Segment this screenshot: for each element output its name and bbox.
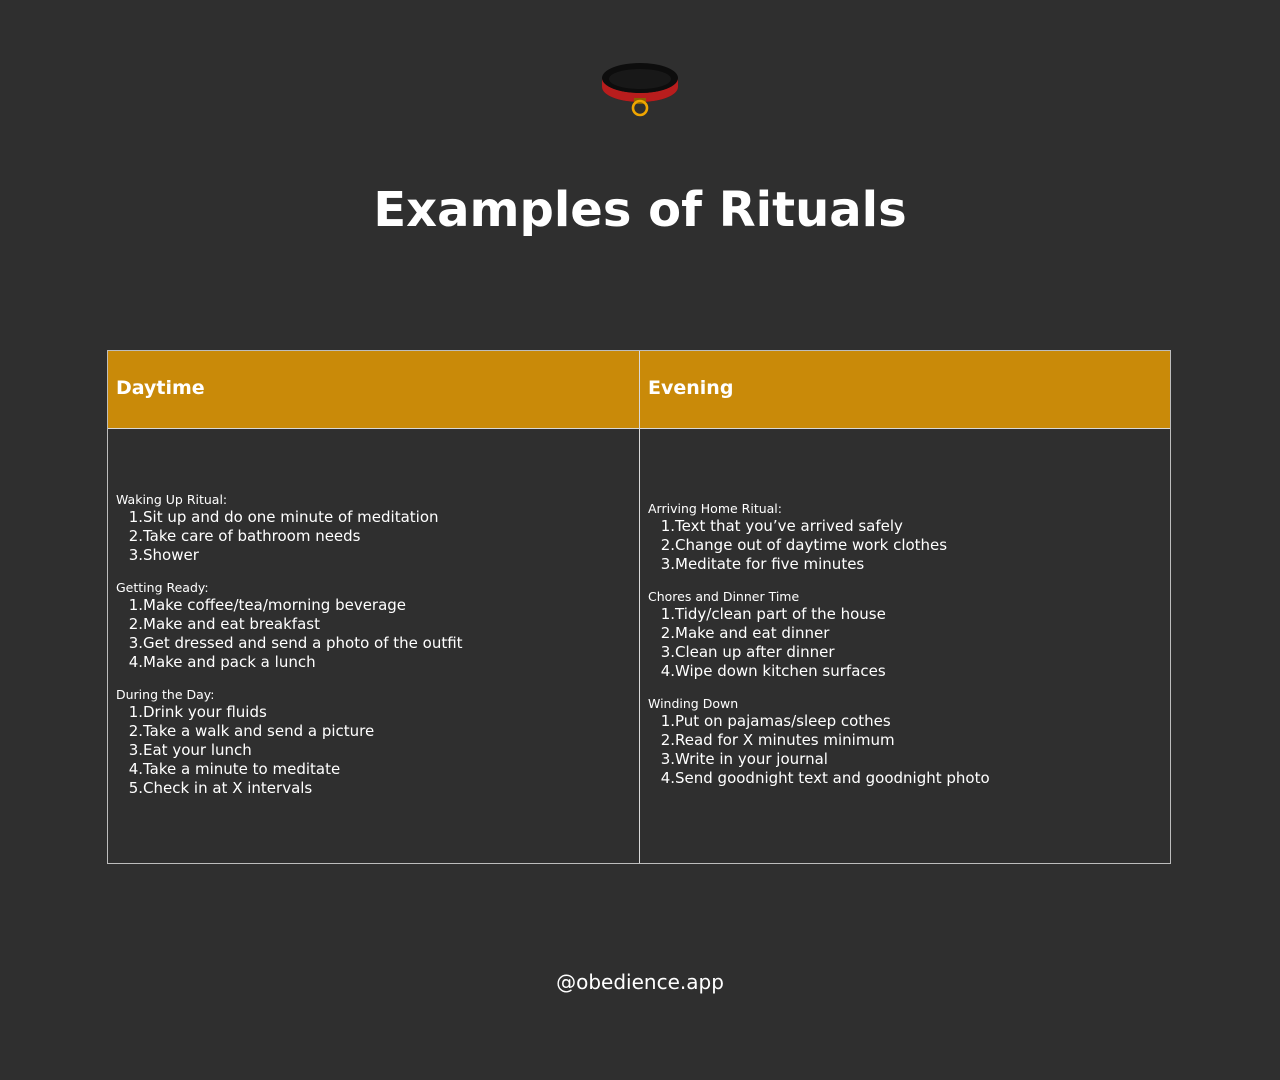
list-item: 3.Get dressed and send a photo of the ou…: [116, 634, 631, 653]
item-number: 4.: [660, 769, 675, 787]
item-number: 2.: [128, 615, 143, 633]
item-text: Sit up and do one minute of meditation: [143, 508, 439, 526]
page-title: Examples of Rituals: [373, 182, 907, 238]
item-text: Get dressed and send a photo of the outf…: [143, 634, 463, 652]
item-number: 2.: [128, 527, 143, 545]
footer-handle: @obedience.app: [556, 970, 724, 994]
item-number: 5.: [128, 779, 143, 797]
list-item: 4.Make and pack a lunch: [116, 653, 631, 672]
item-text: Read for X minutes minimum: [675, 731, 895, 749]
item-number: 2.: [660, 731, 675, 749]
item-text: Wipe down kitchen surfaces: [675, 662, 886, 680]
list-item: 1.Make coffee/tea/morning beverage: [116, 596, 631, 615]
item-number: 2.: [660, 536, 675, 554]
list-item: 2.Change out of daytime work clothes: [648, 536, 1163, 555]
item-text: Tidy/clean part of the house: [675, 605, 886, 623]
list-item: 3.Shower: [116, 546, 631, 565]
item-text: Take a minute to meditate: [143, 760, 341, 778]
item-text: Make and eat breakfast: [143, 615, 320, 633]
list-item: 4.Wipe down kitchen surfaces: [648, 662, 1163, 681]
list-item: 1.Sit up and do one minute of meditation: [116, 508, 631, 527]
group-title: Waking Up Ritual:: [116, 492, 228, 507]
item-number: 4.: [128, 653, 143, 671]
item-number: 3.: [128, 634, 143, 652]
item-text: Put on pajamas/sleep cothes: [675, 712, 891, 730]
list-item: 4.Send goodnight text and goodnight phot…: [648, 769, 1163, 788]
item-number: 3.: [660, 555, 675, 573]
item-number: 1.: [660, 605, 675, 623]
item-text: Change out of daytime work clothes: [675, 536, 948, 554]
item-text: Take a walk and send a picture: [143, 722, 375, 740]
group-title: Winding Down: [648, 696, 739, 711]
group-title: Getting Ready:: [116, 580, 209, 595]
item-text: Make coffee/tea/morning beverage: [143, 596, 407, 614]
list-item: 1.Tidy/clean part of the house: [648, 605, 1163, 624]
item-number: 3.: [128, 741, 143, 759]
group-title: During the Day:: [116, 687, 215, 702]
item-text: Meditate for five minutes: [675, 555, 865, 573]
list-item: 3.Write in your journal: [648, 750, 1163, 769]
daytime-group: Waking Up Ritual:1.Sit up and do one min…: [116, 492, 631, 565]
group-title: Chores and Dinner Time: [648, 589, 800, 604]
collar-icon: [598, 56, 682, 118]
group-title: Arriving Home Ritual:: [648, 501, 782, 516]
item-text: Clean up after dinner: [675, 643, 835, 661]
item-text: Write in your journal: [675, 750, 828, 768]
item-number: 4.: [660, 662, 675, 680]
header-daytime: Daytime: [116, 377, 205, 399]
item-text: Make and eat dinner: [675, 624, 830, 642]
header-evening: Evening: [648, 377, 734, 399]
ritual-list: 1.Sit up and do one minute of meditation…: [116, 508, 631, 565]
item-number: 3.: [660, 750, 675, 768]
item-number: 3.: [128, 546, 143, 564]
item-text: Send goodnight text and goodnight photo: [675, 769, 990, 787]
item-number: 2.: [660, 624, 675, 642]
item-number: 1.: [128, 508, 143, 526]
item-text: Drink your fluids: [143, 703, 267, 721]
rituals-table: Daytime Evening Waking Up Ritual:1.Sit u…: [107, 350, 1171, 864]
item-text: Eat your lunch: [143, 741, 252, 759]
evening-group: Arriving Home Ritual:1.Text that you’ve …: [648, 501, 1163, 574]
list-item: 5.Check in at X intervals: [116, 779, 631, 798]
item-number: 1.: [128, 703, 143, 721]
item-text: Shower: [143, 546, 199, 564]
item-number: 1.: [660, 712, 675, 730]
item-number: 3.: [660, 643, 675, 661]
list-item: 2.Take a walk and send a picture: [116, 722, 631, 741]
list-item: 2.Take care of bathroom needs: [116, 527, 631, 546]
column-divider: [639, 351, 640, 863]
list-item: 2.Read for X minutes minimum: [648, 731, 1163, 750]
list-item: 3.Clean up after dinner: [648, 643, 1163, 662]
list-item: 2.Make and eat breakfast: [116, 615, 631, 634]
daytime-cell: Waking Up Ritual:1.Sit up and do one min…: [116, 492, 631, 813]
item-text: Text that you’ve arrived safely: [675, 517, 903, 535]
item-text: Take care of bathroom needs: [143, 527, 361, 545]
list-item: 3.Eat your lunch: [116, 741, 631, 760]
list-item: 1.Put on pajamas/sleep cothes: [648, 712, 1163, 731]
item-number: 2.: [128, 722, 143, 740]
item-number: 1.: [128, 596, 143, 614]
item-number: 1.: [660, 517, 675, 535]
evening-cell: Arriving Home Ritual:1.Text that you’ve …: [648, 501, 1163, 803]
list-item: 2.Make and eat dinner: [648, 624, 1163, 643]
item-number: 4.: [128, 760, 143, 778]
item-text: Check in at X intervals: [143, 779, 313, 797]
list-item: 3.Meditate for five minutes: [648, 555, 1163, 574]
list-item: 1.Drink your fluids: [116, 703, 631, 722]
list-item: 1.Text that you’ve arrived safely: [648, 517, 1163, 536]
list-item: 4.Take a minute to meditate: [116, 760, 631, 779]
daytime-group: Getting Ready:1.Make coffee/tea/morning …: [116, 580, 631, 672]
item-text: Make and pack a lunch: [143, 653, 316, 671]
